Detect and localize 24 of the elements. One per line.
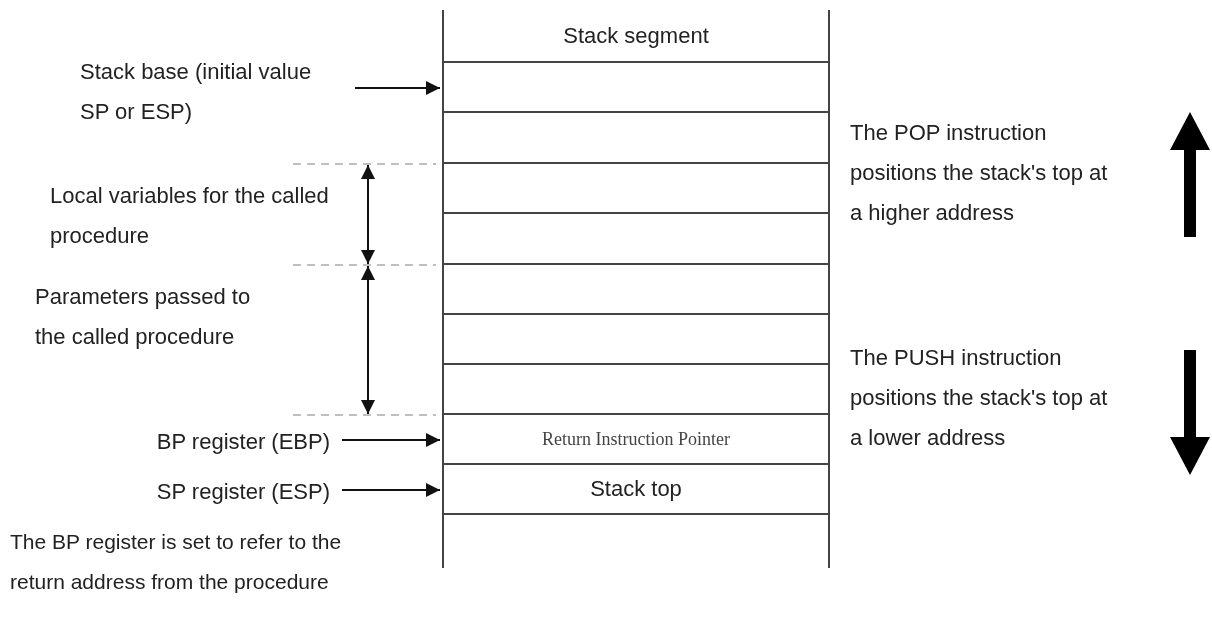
note-text: The BP register is set to refer to the return address from the procedure [10, 529, 343, 595]
note-text: The POP instruction positions the stack's top at a higher address [850, 119, 1109, 227]
pointer-label: BP register (EBP) [156, 428, 331, 456]
stack-cell [442, 113, 830, 164]
stack-cell [442, 365, 830, 415]
note-text: The PUSH instruction positions the stack's top at a lower address [850, 344, 1109, 452]
stack-cell [442, 214, 830, 265]
arrow [341, 483, 441, 497]
arrow [341, 433, 441, 447]
arrow [354, 81, 441, 95]
stack-cell [442, 265, 830, 315]
cell-text: Stack segment [563, 21, 709, 50]
stack-cell [442, 315, 830, 365]
stack-cell [442, 465, 830, 515]
cell-text: Stack top [590, 475, 682, 503]
stack-cell [442, 10, 830, 63]
cell-text: Return Instruction Pointer [542, 428, 730, 451]
bracket-label: Local variables for the called procedure [50, 182, 330, 250]
bracket-label: Parameters passed to the called procedure [35, 283, 252, 351]
stack-cell [442, 63, 830, 113]
pointer-label: Stack base (initial value SP or ESP) [80, 58, 313, 126]
pointer-label: SP register (ESP) [156, 478, 331, 506]
stack-cell [442, 164, 830, 214]
stack-cell [442, 415, 830, 465]
